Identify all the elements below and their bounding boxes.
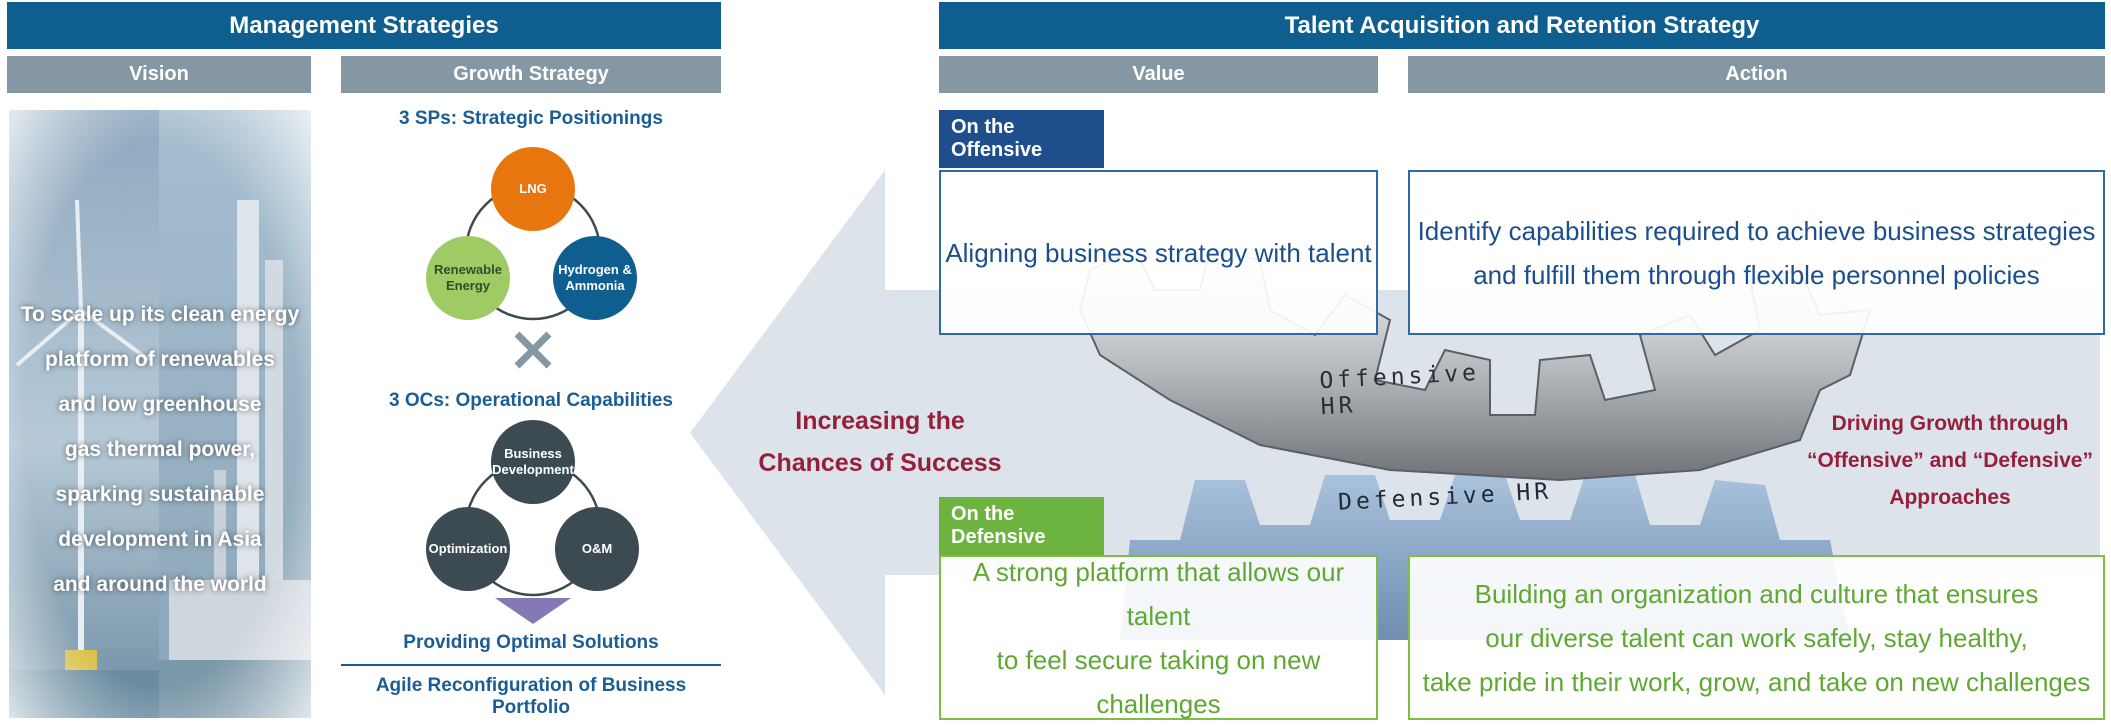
defensive-action-line: our diverse talent can work safely, stay… — [1485, 622, 2028, 653]
vision-label: Vision — [7, 56, 311, 93]
vision-statement: To scale up its clean energy platform of… — [9, 292, 311, 607]
sp-lng: LNG — [491, 147, 575, 231]
oc-om: O&M — [555, 507, 639, 591]
defensive-value-line: A strong platform that allows our talent — [972, 556, 1345, 631]
driving-line: “Offensive” and “Defensive” — [1807, 449, 2093, 472]
increasing-line: Chances of Success — [758, 449, 1002, 477]
defensive-value-box: A strong platform that allows our talent… — [939, 555, 1378, 720]
ocs-title: 3 OCs: Operational Capabilities — [388, 390, 674, 411]
multiply-icon — [514, 331, 552, 369]
defensive-action-box: Building an organization and culture tha… — [1408, 555, 2105, 720]
talent-strategy-header: Talent Acquisition and Retention Strateg… — [939, 2, 2105, 49]
vision-line: gas thermal power, — [64, 438, 256, 461]
vision-photo — [9, 110, 311, 718]
oc-label: Optimization — [428, 541, 508, 556]
defensive-tag: On the Defensive — [939, 497, 1104, 555]
oc-label: O&M — [581, 541, 613, 556]
driving-line: Approaches — [1889, 486, 2011, 509]
action-label: Action — [1408, 56, 2105, 93]
divider — [341, 664, 721, 666]
growth-strategy-label: Growth Strategy — [341, 56, 721, 93]
increasing-line: Increasing the — [795, 407, 965, 435]
gear-offensive-label: Offensive HR — [1318, 359, 1481, 421]
defensive-action-line: Building an organization and culture tha… — [1474, 578, 2039, 609]
vision-line: and low greenhouse — [58, 393, 262, 416]
increasing-success-label: Increasing the Chances of Success — [755, 400, 1005, 484]
sp-hydrogen-ammonia: Hydrogen &Ammonia — [553, 236, 637, 320]
vision-line: sparking sustainable — [55, 483, 265, 506]
management-strategies-header: Management Strategies — [7, 2, 721, 49]
sp-label: Hydrogen & — [558, 262, 632, 277]
providing-solutions: Providing Optimal Solutions — [403, 632, 659, 653]
vision-line: and around the world — [53, 573, 267, 596]
sps-title: 3 SPs: Strategic Positionings — [399, 108, 663, 129]
sp-label: LNG — [519, 181, 547, 196]
defensive-action-line: take pride in their work, grow, and take… — [1422, 666, 2091, 697]
sp-label: Energy — [445, 278, 491, 293]
driving-line: Driving Growth through — [1831, 412, 2069, 435]
defensive-value-line: to feel secure taking on new challenges — [996, 644, 1321, 719]
oc-label: Business — [504, 446, 562, 461]
offensive-action-box: Identify capabilities required to achiev… — [1408, 170, 2105, 335]
offensive-action-line: and fulfill them through flexible person… — [1473, 259, 2040, 290]
agile-reconfiguration: Agile Reconfiguration of Business Portfo… — [375, 675, 687, 718]
vision-line: platform of renewables — [45, 348, 275, 371]
offensive-value-line: Aligning business strategy with talent — [945, 237, 1372, 268]
vision-line: development in Asia — [58, 528, 262, 551]
sp-label: Renewable — [434, 262, 502, 277]
down-triangle-icon — [495, 598, 571, 624]
offensive-value-box: Aligning business strategy with talent — [939, 170, 1378, 335]
oc-label: Development — [492, 462, 574, 477]
vision-line: To scale up its clean energy — [20, 303, 300, 326]
value-label: Value — [939, 56, 1378, 93]
sp-label: Ammonia — [565, 278, 625, 293]
offensive-tag: On the Offensive — [939, 110, 1104, 168]
offensive-action-line: Identify capabilities required to achiev… — [1417, 215, 2096, 246]
oc-optimization: Optimization — [426, 507, 510, 591]
driving-growth-label: Driving Growth through “Offensive” and “… — [1800, 405, 2100, 516]
